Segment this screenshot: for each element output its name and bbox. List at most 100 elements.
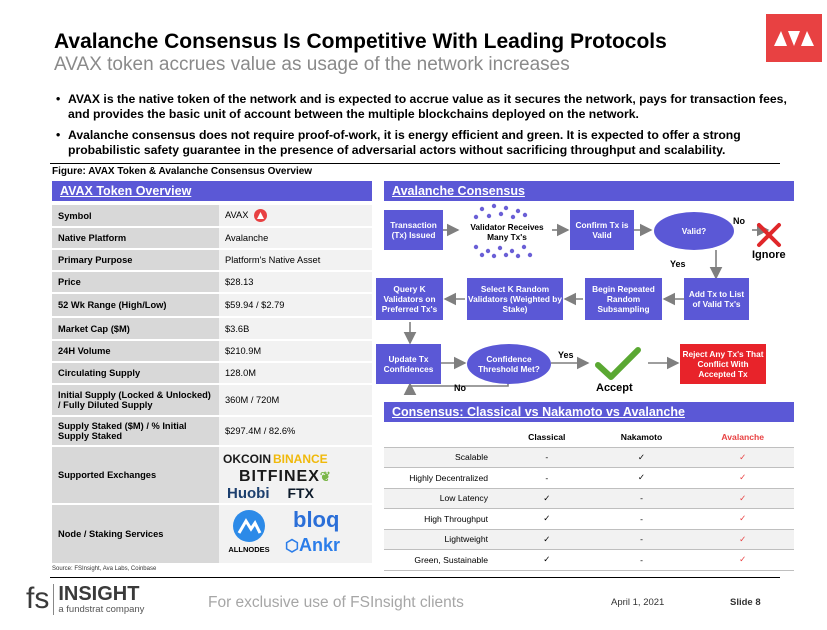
query-k-box: Query K Validators on Preferred Tx's [376,278,443,320]
row-label: Green, Sustainable [384,549,502,571]
allnodes-icon [233,510,265,542]
subsampling-box: Begin Repeated Random Subsampling [585,278,662,320]
table-row: Initial Supply (Locked & Unlocked) / Ful… [52,384,372,417]
accept-check-icon [595,347,641,380]
cell-classical: ✓ [502,549,592,571]
cell-classical: - [502,467,592,489]
table-row: 52 Wk Range (High/Low) $59.94 / $2.79 [52,293,372,318]
yes-label-2: Yes [558,350,574,360]
table-row: Primary Purpose Platform's Native Asset [52,249,372,272]
table-row: Market Cap ($M) $3.6B [52,317,372,341]
row-value: $28.13 [219,271,372,294]
exclusive-notice: For exclusive use of FSInsight clients [208,594,464,611]
col-nakamoto: Nakamoto [591,427,692,448]
add-tx-box: Add Tx to List of Valid Tx's [684,278,749,320]
table-row: Circulating Supply 128.0M [52,362,372,385]
ankr-logo: Ankr [298,535,340,555]
row-label: Lightweight [384,529,502,550]
validators-dots-icon [473,203,533,259]
symbol-value: AVAX [225,209,249,220]
row-value: $297.4M / 82.6% [219,416,372,447]
avalanche-logo-icon [766,14,822,62]
cell-avalanche: ✓ [691,529,794,550]
row-key: Native Platform [52,227,219,250]
valid-decision: Valid? [654,212,734,250]
ignore-label: Ignore [752,249,786,261]
table-row: Highly Decentralized - ✓ ✓ [384,467,794,489]
row-value: Avalanche [219,227,372,250]
slide-date: April 1, 2021 [611,597,665,608]
page-title: Avalanche Consensus Is Competitive With … [54,30,667,53]
row-key: Supply Staked ($M) / % Initial Supply St… [52,416,219,447]
row-value: AVAX [219,205,372,228]
leaf-icon: ❦ [319,468,332,484]
validator-receives-label: Validator Receives Many Tx's [470,222,544,242]
table-row: Node / Staking Services ALLNODES bloq ⬡A… [52,504,372,565]
avalanche-token-icon [254,209,268,222]
bullet-item: AVAX is the native token of the network … [56,92,801,121]
table-row: Scalable - ✓ ✓ [384,447,794,468]
cell-nakamoto: ✓ [591,447,692,468]
table-row: Native Platform Avalanche [52,227,372,250]
fsinsight-logo: fs INSIGHT a fundstrat company [26,584,144,615]
cell-nakamoto: - [591,488,692,509]
row-value: 360M / 720M [219,384,372,417]
insight-word: INSIGHT [58,583,140,605]
token-overview-table: Symbol AVAX Native Platform Avalanche Pr… [52,205,372,565]
page-subtitle: AVAX token accrues value as usage of the… [54,54,570,75]
consensus-header: Avalanche Consensus [384,181,794,201]
source-note: Source: FSInsight, Ava Labs, Coinbase [52,566,157,572]
table-row: Low Latency ✓ - ✓ [384,488,794,509]
cell-classical: ✓ [502,488,592,509]
threshold-decision: Confidence Threshold Met? [467,344,551,384]
staking-logos: ALLNODES bloq ⬡Ankr [219,504,372,565]
reject-conflicts-box: Reject Any Tx's That Conflict With Accep… [680,344,766,384]
table-row: Green, Sustainable ✓ - ✓ [384,549,794,571]
cell-avalanche: ✓ [691,488,794,509]
empty-header [384,427,502,448]
cell-nakamoto: - [591,549,692,571]
row-key: Primary Purpose [52,249,219,272]
no-label-2: No [454,383,466,393]
col-classical: Classical [502,427,592,448]
confirm-valid-box: Confirm Tx is Valid [570,210,634,250]
row-key: Price [52,271,219,294]
slide-number: Slide 8 [730,597,761,608]
col-avalanche: Avalanche [691,427,794,448]
table-header-row: Classical Nakamoto Avalanche [384,427,794,448]
cell-classical: ✓ [502,508,592,530]
row-key: 52 Wk Range (High/Low) [52,293,219,318]
cell-avalanche: ✓ [691,467,794,489]
row-key: Circulating Supply [52,362,219,385]
update-confidences-box: Update Tx Confidences [376,344,441,384]
row-value: $210.9M [219,340,372,363]
cell-nakamoto: - [591,508,692,530]
comparison-table: Classical Nakamoto Avalanche Scalable - … [384,427,794,571]
huobi-logo: Huobi [227,484,270,502]
row-value: $3.6B [219,317,372,341]
cell-avalanche: ✓ [691,508,794,530]
ankr-icon: ⬡ [285,538,299,555]
row-label: Highly Decentralized [384,467,502,489]
cell-classical: ✓ [502,529,592,550]
select-k-box: Select K Random Validators (Weighted by … [467,278,563,320]
row-key: 24H Volume [52,340,219,363]
fs-mark: fs [26,582,50,615]
table-row: 24H Volume $210.9M [52,340,372,363]
cell-avalanche: ✓ [691,549,794,571]
no-label: No [733,216,745,226]
figure-caption: Figure: AVAX Token & Avalanche Consensus… [52,166,313,177]
cell-avalanche: ✓ [691,447,794,468]
row-value: $59.94 / $2.79 [219,293,372,318]
row-value: Platform's Native Asset [219,249,372,272]
okcoin-logo: OKCOIN [223,451,271,466]
row-key: Market Cap ($M) [52,317,219,341]
table-row: Symbol AVAX [52,205,372,228]
table-row: Supply Staked ($M) / % Initial Supply St… [52,416,372,447]
row-label: Scalable [384,447,502,468]
cell-nakamoto: - [591,529,692,550]
cell-classical: - [502,447,592,468]
yes-label: Yes [670,259,686,269]
